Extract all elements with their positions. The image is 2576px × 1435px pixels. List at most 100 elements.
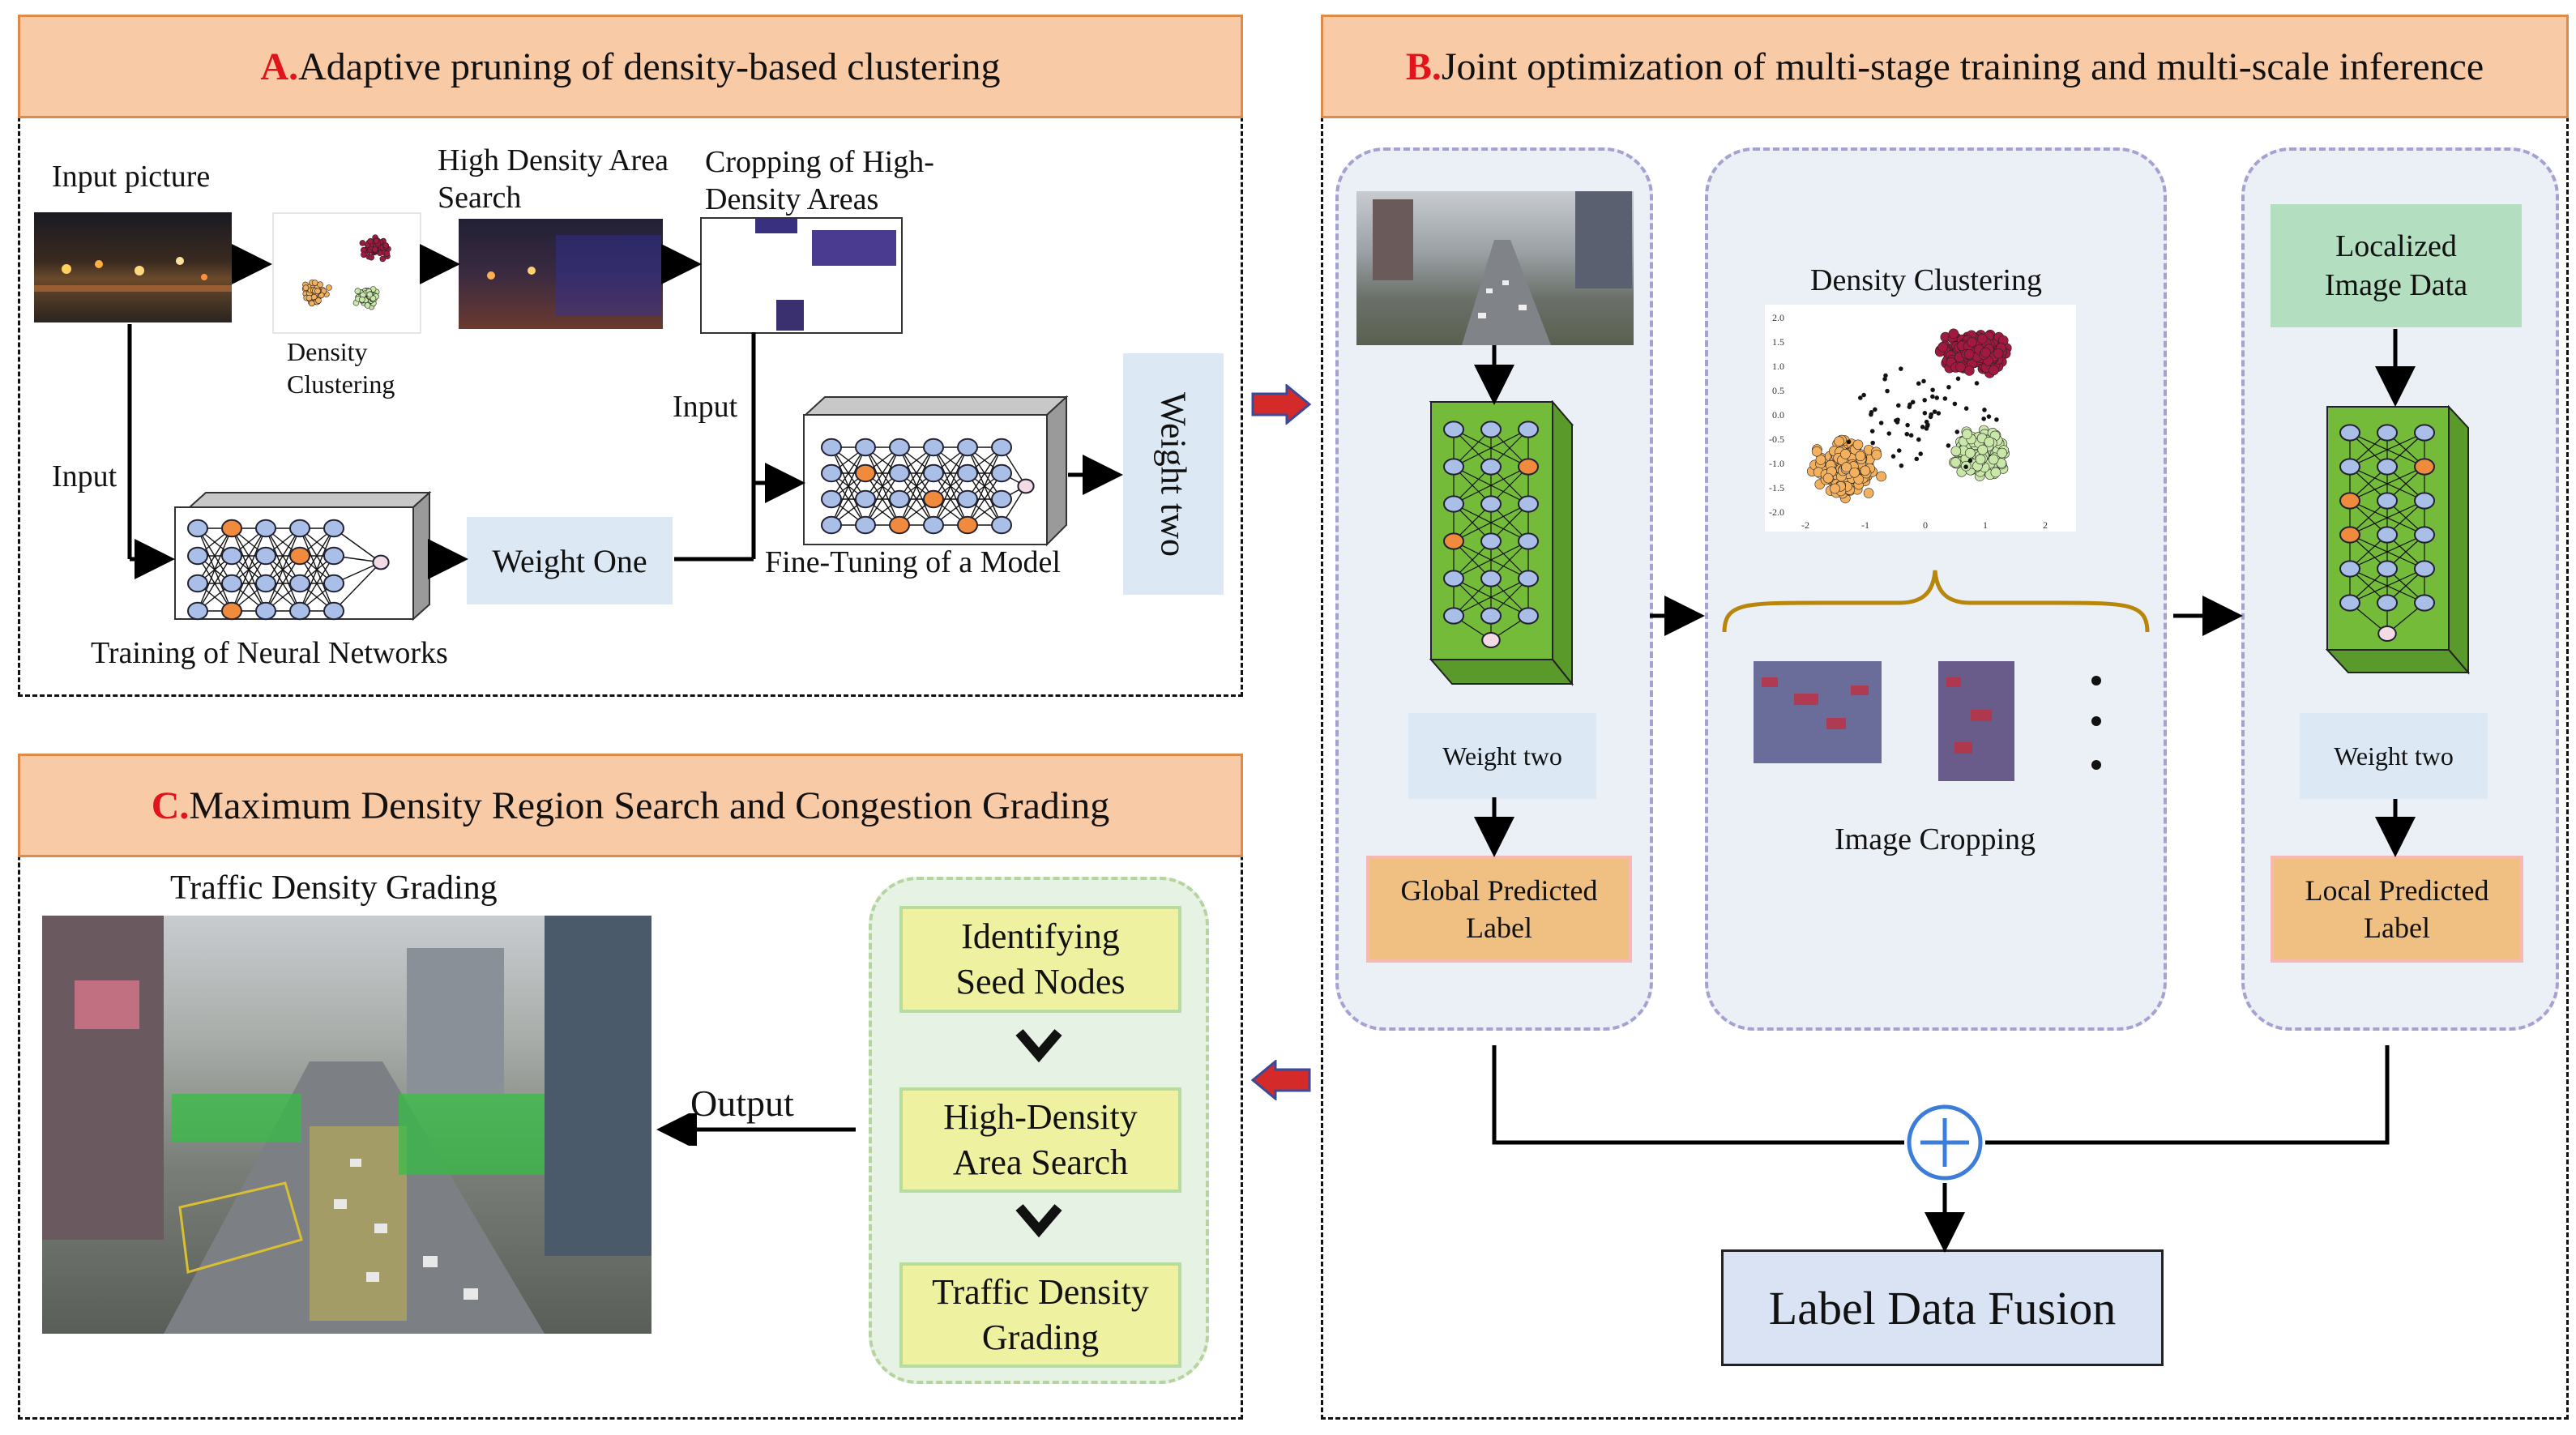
cluster-point (1830, 483, 1840, 494)
network-node (923, 515, 944, 535)
cluster-point (1852, 439, 1864, 451)
street-photo-b (1356, 191, 1634, 345)
cluster-point (1916, 381, 1921, 387)
night-street-graphic (34, 257, 232, 292)
cluster-point (1914, 456, 1920, 462)
cluster-point (1986, 414, 1992, 419)
y-tick-label: 2.0 (1772, 312, 1784, 323)
y-tick-label: 0.5 (1772, 385, 1784, 396)
cluster-point (368, 254, 374, 261)
cluster-point (1894, 418, 1899, 423)
network-node (2377, 424, 2398, 442)
fine-tuning-label: Fine-Tuning of a Model (765, 545, 1061, 579)
global-label-line2: Label (1466, 912, 1532, 944)
panel-b-connectors (1474, 329, 2416, 1253)
cluster-point (1930, 394, 1935, 399)
x-tick-label: 0 (1923, 519, 1928, 531)
localized-line1: Localized (2335, 229, 2457, 263)
panel-a-header: A.Adaptive pruning of density-based clus… (18, 15, 1243, 118)
cluster-point (1936, 411, 1942, 416)
cluster-point (1948, 328, 1959, 340)
image-cropping-label: Image Cropping (1835, 822, 2036, 856)
network-node (855, 489, 876, 509)
traffic-grading-title: Traffic Density Grading (170, 869, 498, 907)
network-node (957, 489, 978, 509)
cluster-point (308, 300, 315, 307)
fine-tune-network-box (803, 395, 1069, 547)
weight-two-label: Weight two (1153, 391, 1194, 557)
x-tick-label: -1 (1861, 519, 1869, 531)
network-node (1443, 607, 1464, 625)
cluster-point (315, 297, 322, 304)
arrow-a-to-b (1251, 384, 1311, 425)
cropped-areas-image (700, 217, 903, 334)
network-node (957, 438, 978, 457)
crop-image-1 (1754, 661, 1882, 763)
network-node (323, 546, 344, 566)
x-tick-label: -2 (1801, 519, 1809, 531)
cluster-point (1962, 429, 1972, 440)
cluster-point (1981, 416, 1986, 421)
cluster-point (1975, 454, 1986, 465)
fusion-box: Label Data Fusion (1721, 1249, 2164, 1366)
cluster-point (1922, 398, 1927, 403)
network-node (1480, 495, 1502, 513)
local-label-line1: Local Predicted (2305, 874, 2489, 907)
panel-c-title: Maximum Density Region Search and Conges… (189, 784, 1110, 827)
cluster-point (379, 255, 387, 263)
cluster-point (1922, 410, 1928, 416)
network-node (221, 546, 242, 566)
y-tick-label: 1.5 (1772, 336, 1784, 348)
y-tick-label: -0.5 (1769, 433, 1784, 445)
network-node (289, 546, 310, 566)
cluster-point (1924, 419, 1929, 425)
step-3-line1: Traffic Density (932, 1272, 1149, 1312)
output-arrow (656, 1113, 856, 1146)
network-node (2339, 424, 2360, 442)
weight-two-box-right: Weight two (2300, 713, 2488, 799)
weight-one-label: Weight One (492, 542, 647, 579)
cluster-point (1869, 412, 1873, 417)
network-node (2414, 492, 2435, 510)
cluster-point (1904, 431, 1910, 437)
step-2-line2: Area Search (952, 1142, 1129, 1182)
cluster-point (1974, 381, 1980, 386)
network-node (289, 574, 310, 593)
cluster-point (1928, 414, 1933, 420)
output-label: Output (690, 1083, 794, 1124)
traffic-grading-image (42, 916, 651, 1334)
network-node (221, 601, 242, 621)
cluster-point (1857, 395, 1863, 400)
cluster-point (1937, 341, 1949, 352)
network-node (991, 438, 1012, 457)
network-node (255, 519, 276, 538)
training-label: Training of Neural Networks (91, 636, 448, 670)
cluster-point (1976, 333, 1988, 344)
cluster-point (1982, 408, 1987, 412)
cluster-point (1899, 366, 1903, 371)
network-node (2339, 594, 2360, 612)
network-node (289, 601, 310, 621)
density-clustering-label-1: Density (287, 337, 368, 366)
network-node (1443, 458, 1464, 476)
network-node (991, 515, 1012, 535)
cluster-point (302, 284, 310, 291)
step-2-line1: High-Density (943, 1097, 1138, 1137)
small-cluster-plot (272, 212, 421, 334)
cluster-point (1846, 439, 1852, 445)
cluster-point (1950, 446, 1962, 457)
cluster-point (1908, 433, 1914, 438)
cluster-point (1963, 406, 1969, 411)
network-node (187, 574, 208, 593)
network-node (821, 489, 842, 509)
x-tick-label: 1 (1983, 519, 1988, 531)
network-node (1518, 607, 1539, 625)
network-node (187, 546, 208, 566)
network-node (889, 489, 910, 509)
panel-a-letter: A. (260, 45, 299, 88)
cluster-point (1840, 449, 1851, 459)
